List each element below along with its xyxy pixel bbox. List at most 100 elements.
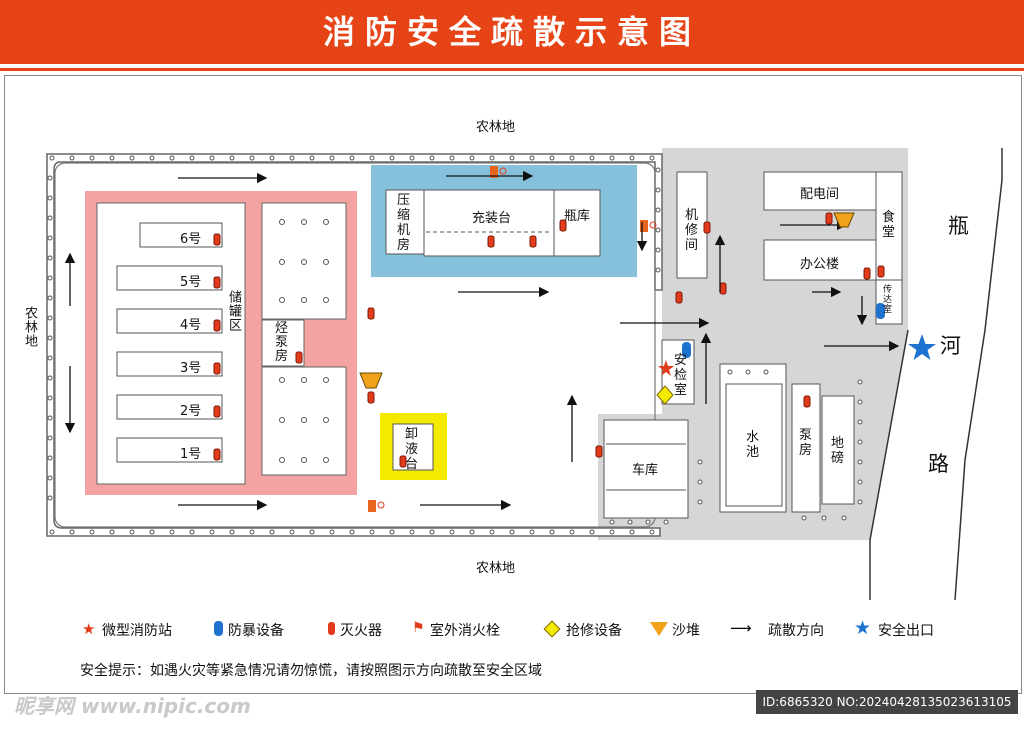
pump-dots — [279, 219, 863, 525]
extinguisher-icon — [877, 265, 885, 278]
riot-gear-icon — [214, 621, 223, 636]
road-edge — [954, 148, 1003, 601]
fence-post — [857, 479, 863, 485]
fence-post — [409, 529, 415, 535]
extinguisher-icon — [213, 362, 221, 375]
fence-post — [47, 495, 53, 501]
legend-label: 疏散方向 — [768, 623, 824, 639]
fence-post — [69, 155, 75, 161]
fence-post — [249, 155, 255, 161]
fence-post — [629, 529, 635, 535]
tank-2-label: 2号 — [180, 404, 202, 419]
repair-room — [676, 171, 708, 279]
fence-post — [289, 529, 295, 535]
fence-post — [857, 499, 863, 505]
pipe-node — [279, 417, 285, 423]
hydrant-valve — [377, 501, 385, 509]
fence-post — [655, 187, 661, 193]
fence-post — [841, 515, 847, 521]
fence-post — [109, 155, 115, 161]
riverbank — [869, 329, 909, 600]
title-banner — [0, 0, 1024, 64]
tank-3 — [116, 351, 223, 377]
tank-5 — [116, 265, 223, 291]
fence-post — [649, 155, 655, 161]
south-field-label: 农林地 — [476, 561, 516, 576]
fence-post — [649, 529, 655, 535]
extinguisher-icon — [328, 622, 335, 635]
fence-post — [697, 499, 703, 505]
fence-post — [509, 155, 515, 161]
site-fence — [46, 153, 663, 537]
extinguisher-icon — [675, 291, 683, 304]
arrow-icon: ⟶ — [730, 619, 752, 637]
fence-post — [389, 155, 395, 161]
fence-post — [655, 207, 661, 213]
fence-post — [69, 529, 75, 535]
extinguisher-icon — [719, 282, 727, 295]
fence-post — [47, 255, 53, 261]
weighbridge-label: 地磅 — [831, 436, 845, 466]
pipe-node — [323, 457, 329, 463]
office-label: 办公楼 — [800, 257, 840, 272]
fence-post — [189, 529, 195, 535]
extinguisher-icon — [213, 276, 221, 289]
extinguisher-icon — [295, 351, 303, 364]
fence-post — [409, 155, 415, 161]
canteen — [875, 171, 903, 281]
hydrant-icon — [640, 220, 648, 232]
fence-post — [47, 175, 53, 181]
fence-post — [629, 155, 635, 161]
tank-4 — [116, 308, 223, 334]
star-red-icon: ★ — [82, 620, 96, 638]
fence-post — [169, 529, 175, 535]
fence-post — [47, 235, 53, 241]
legend-label: 微型消防站 — [102, 623, 172, 639]
legend-label: 沙堆 — [672, 623, 700, 639]
fence-post — [47, 415, 53, 421]
pipe-node — [301, 377, 307, 383]
fence-post — [655, 227, 661, 233]
fence-post — [47, 335, 53, 341]
extinguisher-icon — [863, 267, 871, 280]
extinguisher-icon — [213, 319, 221, 332]
river-road-char-1: 瓶 — [948, 214, 969, 238]
fence-post — [47, 195, 53, 201]
fence-post — [449, 155, 455, 161]
tank-3-label: 3号 — [180, 361, 202, 376]
pipe-node — [279, 377, 285, 383]
extinguisher-icon — [529, 235, 537, 248]
pipe-node — [323, 297, 329, 303]
extinguisher-icon — [703, 221, 711, 234]
tank-1-label: 1号 — [180, 447, 202, 462]
water-pool-label: 水池 — [746, 430, 760, 460]
garage-label: 车库 — [632, 463, 659, 478]
tank-4-label: 4号 — [180, 318, 202, 333]
water-pool — [725, 383, 783, 507]
safety-tip: 安全提示：如遇火灾等紧急情况请勿惊慌，请按照图示方向疏散至安全区域 — [80, 663, 542, 679]
fence-post — [47, 315, 53, 321]
fence-post — [47, 215, 53, 221]
hydrant-icon — [368, 500, 376, 512]
bottle-store-label: 瓶库 — [564, 209, 591, 224]
pipe-node — [323, 259, 329, 265]
fence-post — [697, 479, 703, 485]
map-frame — [4, 75, 1022, 694]
fence-post — [529, 529, 535, 535]
extinguisher-icon — [487, 235, 495, 248]
fence-post — [369, 155, 375, 161]
canteen-label: 食堂 — [882, 210, 896, 240]
legend-label: 灭火器 — [340, 623, 382, 639]
fence-post — [589, 529, 595, 535]
fence-post — [389, 529, 395, 535]
west-field-label: 农林地 — [22, 306, 37, 348]
fence-post — [309, 155, 315, 161]
fence-post — [857, 419, 863, 425]
fence-post — [309, 529, 315, 535]
extinguisher-icon — [803, 395, 811, 408]
fence-post — [229, 155, 235, 161]
north-field-label: 农林地 — [476, 120, 516, 135]
fence-post — [569, 529, 575, 535]
fence-post — [655, 267, 661, 273]
weighbridge — [821, 395, 855, 505]
